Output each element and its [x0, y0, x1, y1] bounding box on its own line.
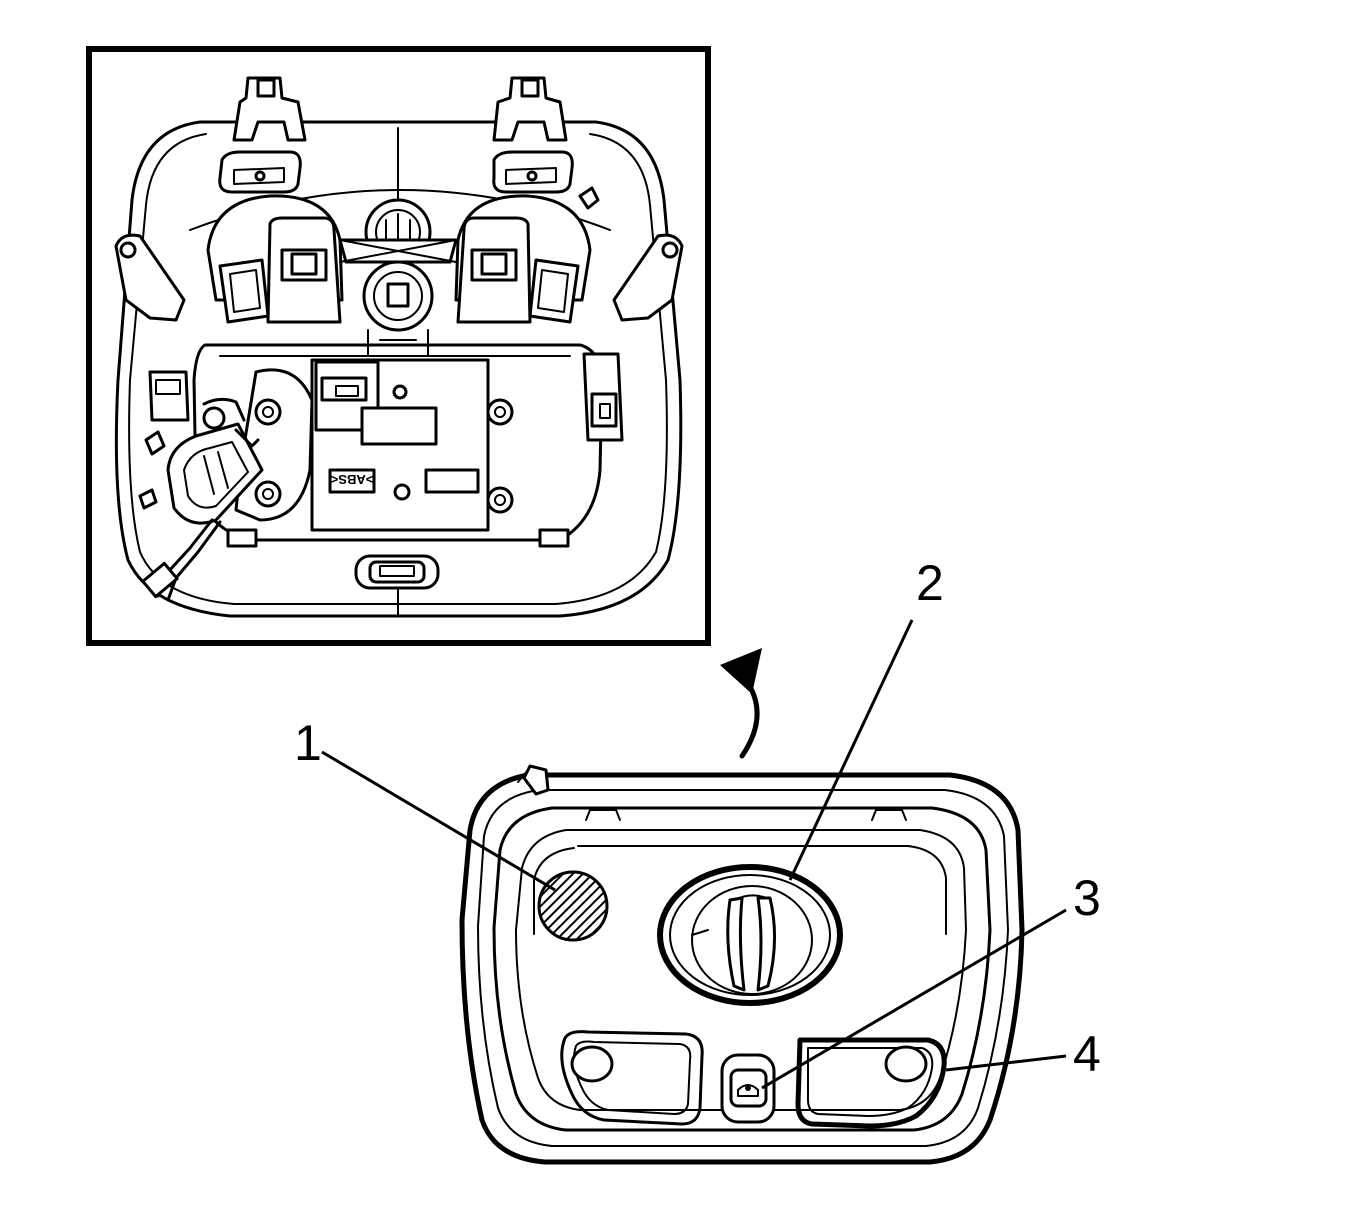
callout-1: 1: [294, 715, 322, 771]
lamp-assembly-left: [206, 194, 344, 324]
center-socket: [338, 198, 458, 357]
leader-line-4: [945, 1054, 1067, 1072]
console-front-view: [459, 764, 1025, 1165]
leader-line-2: [788, 619, 914, 881]
part-3-button: [720, 1053, 776, 1124]
part-4-reading-lamp-lens: [795, 1037, 947, 1129]
leader-line-1: [321, 750, 556, 892]
rotate-arrow: [720, 648, 762, 759]
callout-3: 3: [1073, 870, 1101, 926]
abs-marking: >ABS<: [330, 472, 373, 487]
wire-harness: [141, 397, 264, 602]
clip-left: [218, 76, 307, 194]
reading-lamp-left: [560, 1030, 704, 1126]
part-1-sensor: [537, 870, 609, 942]
inset-rear-view: >ABS<: [86, 46, 711, 646]
part-2-rotary-switch: [657, 864, 843, 1006]
leader-line-3: [761, 908, 1067, 1090]
console-outer-edge: [459, 772, 1025, 1165]
lamp-assembly-right: [454, 194, 592, 324]
circuit-board: >ABS<: [310, 358, 514, 532]
clip-right: [492, 76, 600, 210]
callout-4: 4: [1073, 1026, 1101, 1082]
callout-2: 2: [916, 555, 944, 611]
bottom-clip: [354, 554, 440, 590]
